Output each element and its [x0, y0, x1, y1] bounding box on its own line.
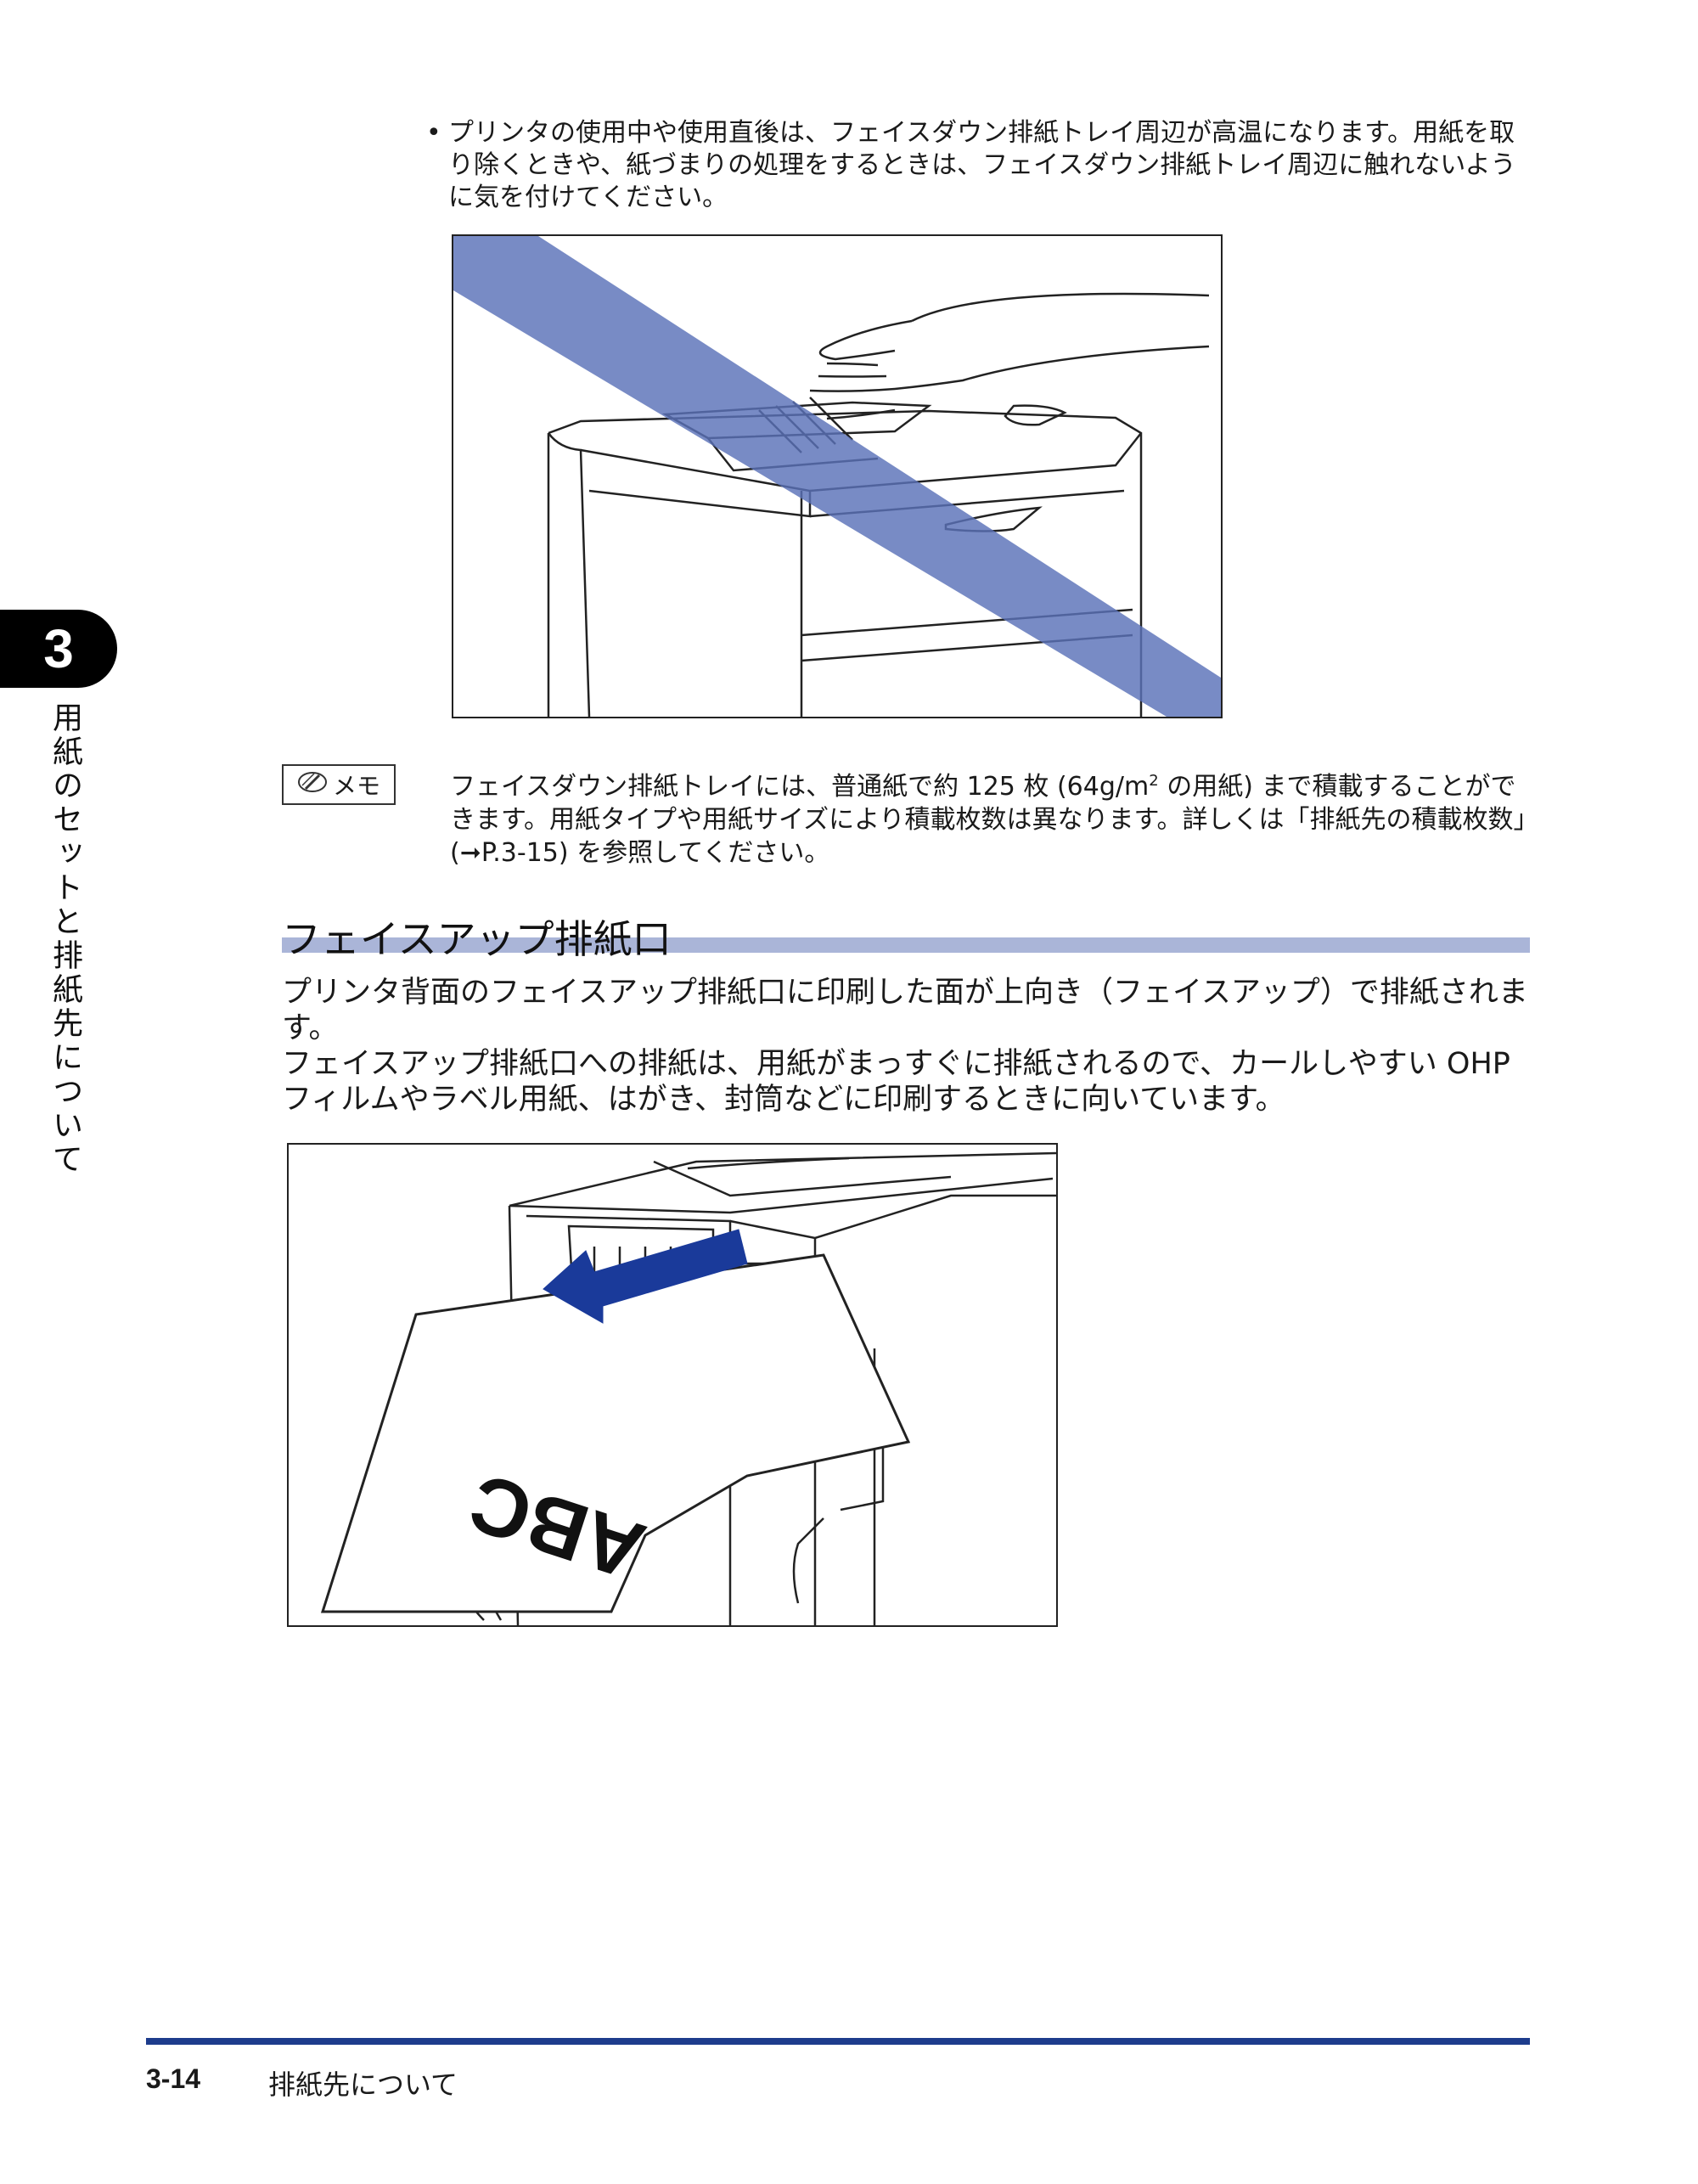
- memo-text-1: フェイスダウン排紙トレイには、普通紙で約 125 枚 (64g/m: [450, 772, 1150, 802]
- output-direction-arrow: [543, 1229, 748, 1324]
- printer-hand-illustration: [453, 236, 1221, 717]
- figure-do-not-touch-tray: [452, 234, 1223, 718]
- chapter-number: 3: [43, 618, 74, 679]
- caution-note: • プリンタの使用中や使用直後は、フェイスダウン排紙トレイ周辺が高温になります。…: [426, 117, 1532, 214]
- memo-label: メモ: [332, 772, 380, 800]
- printer-rear-illustration: ABC: [320, 1151, 1056, 1625]
- figure-face-up-output: ABC: [287, 1143, 1058, 1627]
- footer-section-title: 排紙先について: [268, 2069, 458, 2101]
- section-title: フェイスアップ排紙口: [282, 916, 672, 962]
- section-paragraph-2: フェイスアップ排紙口への排紙は、用紙がまっすぐに排紙されるので、カールしやすい …: [282, 1047, 1510, 1117]
- memo-text: フェイスダウン排紙トレイには、普通紙で約 125 枚 (64g/m2 の用紙) …: [450, 764, 1537, 870]
- memo-superscript: 2: [1149, 772, 1159, 790]
- section-body: プリンタ背面のフェイスアップ排紙口に印刷した面が上向き（フェイスアップ）で排紙さ…: [282, 975, 1538, 1117]
- section-underline: [282, 937, 1530, 953]
- chapter-tab: 3: [0, 610, 117, 688]
- memo-text-2: の用紙) まで積載することができます。用紙タイプや用紙サイズにより積載枚数は異な…: [450, 772, 1527, 868]
- section-paragraph-1: プリンタ背面のフェイスアップ排紙口に印刷した面が上向き（フェイスアップ）で排紙さ…: [282, 976, 1528, 1045]
- bullet-mark: •: [426, 118, 441, 148]
- pencil-icon: [297, 770, 328, 800]
- chapter-title: 用紙のセットと排紙先について: [48, 701, 82, 1177]
- caution-text: プリンタの使用中や使用直後は、フェイスダウン排紙トレイ周辺が高温になります。用紙…: [448, 118, 1516, 212]
- footer-rule: [146, 2038, 1530, 2045]
- page-number: 3-14: [146, 2063, 201, 2094]
- memo-badge: メモ: [282, 764, 396, 805]
